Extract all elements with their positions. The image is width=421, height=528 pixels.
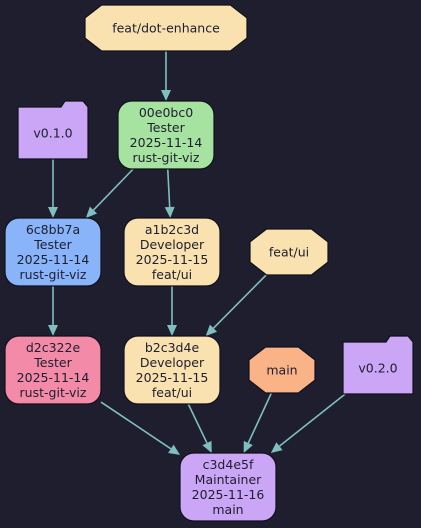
commit-box xyxy=(123,217,221,287)
node-label-line: v0.2.0 xyxy=(358,361,397,376)
tag-folder-icon xyxy=(17,100,89,160)
edge-b2c3d4e-to-c3d4e5f xyxy=(187,403,212,453)
node-v010[interactable]: v0.1.0 xyxy=(17,100,89,160)
node-label-line: 6c8bb7a xyxy=(26,222,80,237)
node-feat-dot-enhance[interactable]: feat/dot-enhance xyxy=(84,4,248,52)
arrowhead xyxy=(167,325,177,336)
node-label-line: 2025-11-14 xyxy=(17,252,90,267)
edges-layer xyxy=(48,51,346,455)
edge-6c8bb7a-to-d2c322e xyxy=(48,286,58,336)
node-label-line: 2025-11-15 xyxy=(136,252,209,267)
commit-box xyxy=(117,100,215,170)
arrowhead xyxy=(85,206,98,218)
branch-shape xyxy=(249,228,329,276)
node-label-line: v0.1.0 xyxy=(33,126,72,141)
arrowhead xyxy=(164,206,175,218)
tag-folder-icon xyxy=(342,335,414,395)
edge-main-to-c3d4e5f xyxy=(243,392,273,453)
arrowhead xyxy=(48,207,58,218)
node-label-line: Developer xyxy=(140,355,205,370)
node-label-line: c3d4e5f xyxy=(203,457,254,472)
nodes-layer: feat/dot-enhance00e0bc0Tester2025-11-14r… xyxy=(4,4,414,522)
commit-box xyxy=(4,335,102,405)
edge-00e0bc0-to-a1b2c3d xyxy=(164,168,175,218)
arrowhead xyxy=(168,444,180,455)
node-label-line: 2025-11-14 xyxy=(17,370,90,385)
node-label-line: 2025-11-15 xyxy=(136,370,209,385)
edge-feat-dot-enhance-to-00e0bc0 xyxy=(161,51,171,101)
node-label-line: Tester xyxy=(33,237,72,252)
edge-v020-to-c3d4e5f xyxy=(270,393,346,453)
edge-line xyxy=(212,274,267,329)
arrowhead xyxy=(48,325,58,336)
node-label-line: Maintainer xyxy=(195,472,262,487)
node-feat-ui[interactable]: feat/ui xyxy=(249,228,329,276)
node-label-line: 2025-11-16 xyxy=(192,487,265,502)
edge-feat-ui-to-b2c3d4e xyxy=(205,274,267,336)
arrowhead xyxy=(270,442,283,453)
arrowhead xyxy=(161,90,171,101)
node-label-line: rust-git-viz xyxy=(20,267,87,282)
node-label-line: 2025-11-14 xyxy=(130,135,203,150)
node-main[interactable]: main xyxy=(248,346,316,394)
branch-shape xyxy=(84,4,248,52)
node-label-line: feat/dot-enhance xyxy=(112,21,220,36)
node-v020[interactable]: v0.2.0 xyxy=(342,335,414,395)
edge-line xyxy=(92,168,134,211)
node-label-line: main xyxy=(212,502,243,517)
node-label-line: Tester xyxy=(146,120,185,135)
node-label-line: Tester xyxy=(33,355,72,370)
commit-box xyxy=(179,452,277,522)
arrowhead xyxy=(243,440,253,453)
edge-a1b2c3d-to-b2c3d4e xyxy=(167,286,177,336)
commit-box xyxy=(4,217,102,287)
edge-line xyxy=(187,403,208,444)
edge-00e0bc0-to-6c8bb7a xyxy=(85,168,134,218)
node-label-line: rust-git-viz xyxy=(133,150,200,165)
node-label-line: feat/ui xyxy=(152,267,192,282)
node-label-line: a1b2c3d xyxy=(145,222,199,237)
node-label-line: feat/ui xyxy=(269,245,309,260)
node-label-line: feat/ui xyxy=(152,385,192,400)
node-label-line: Developer xyxy=(140,237,205,252)
node-label-line: rust-git-viz xyxy=(20,385,87,400)
node-label-line: d2c322e xyxy=(26,340,81,355)
edge-line xyxy=(166,168,171,208)
edge-line xyxy=(247,392,273,444)
edge-line xyxy=(278,393,346,447)
edge-v010-to-6c8bb7a xyxy=(48,159,58,218)
branch-shape xyxy=(248,346,316,394)
edge-line xyxy=(100,401,172,450)
node-label-line: b2c3d4e xyxy=(145,340,200,355)
edge-d2c322e-to-c3d4e5f xyxy=(100,401,180,455)
arrowhead xyxy=(202,440,212,453)
node-label-line: 00e0bc0 xyxy=(139,105,193,120)
arrowhead xyxy=(205,324,218,336)
node-label-line: main xyxy=(266,363,297,378)
commit-box xyxy=(123,335,221,405)
